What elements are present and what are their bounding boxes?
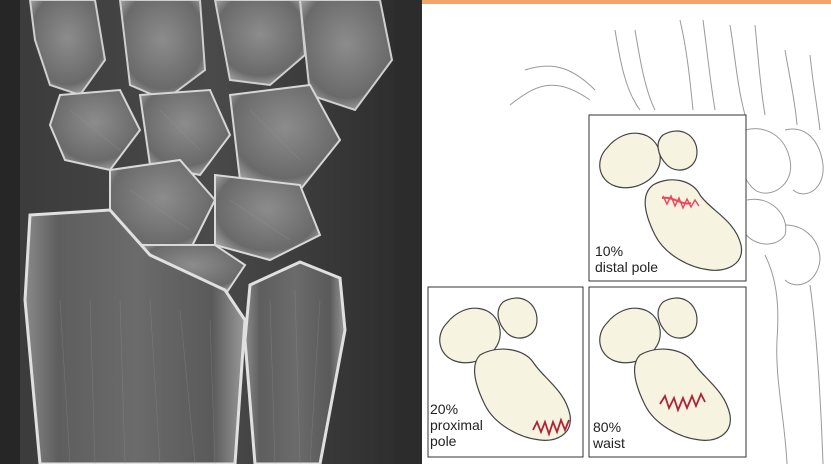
panel1-percent: 10% [595, 243, 623, 259]
panel-waist: 80% waist [589, 287, 746, 457]
panel3-location: waist [592, 435, 625, 451]
panel3-percent: 80% [593, 419, 621, 435]
panel2-percent: 20% [430, 401, 458, 417]
panel2-location: proximal [430, 417, 483, 433]
panel1-location: distal pole [595, 259, 658, 275]
panel2-location-line2: pole [430, 433, 457, 449]
scaphoid-fracture-illustration: 10% distal pole 20% proximal pole 80% wa… [425, 0, 831, 464]
panel-distal-pole: 10% distal pole [589, 115, 746, 281]
panel-proximal-pole: 20% proximal pole [428, 287, 583, 457]
wrist-xray-image [0, 0, 422, 464]
